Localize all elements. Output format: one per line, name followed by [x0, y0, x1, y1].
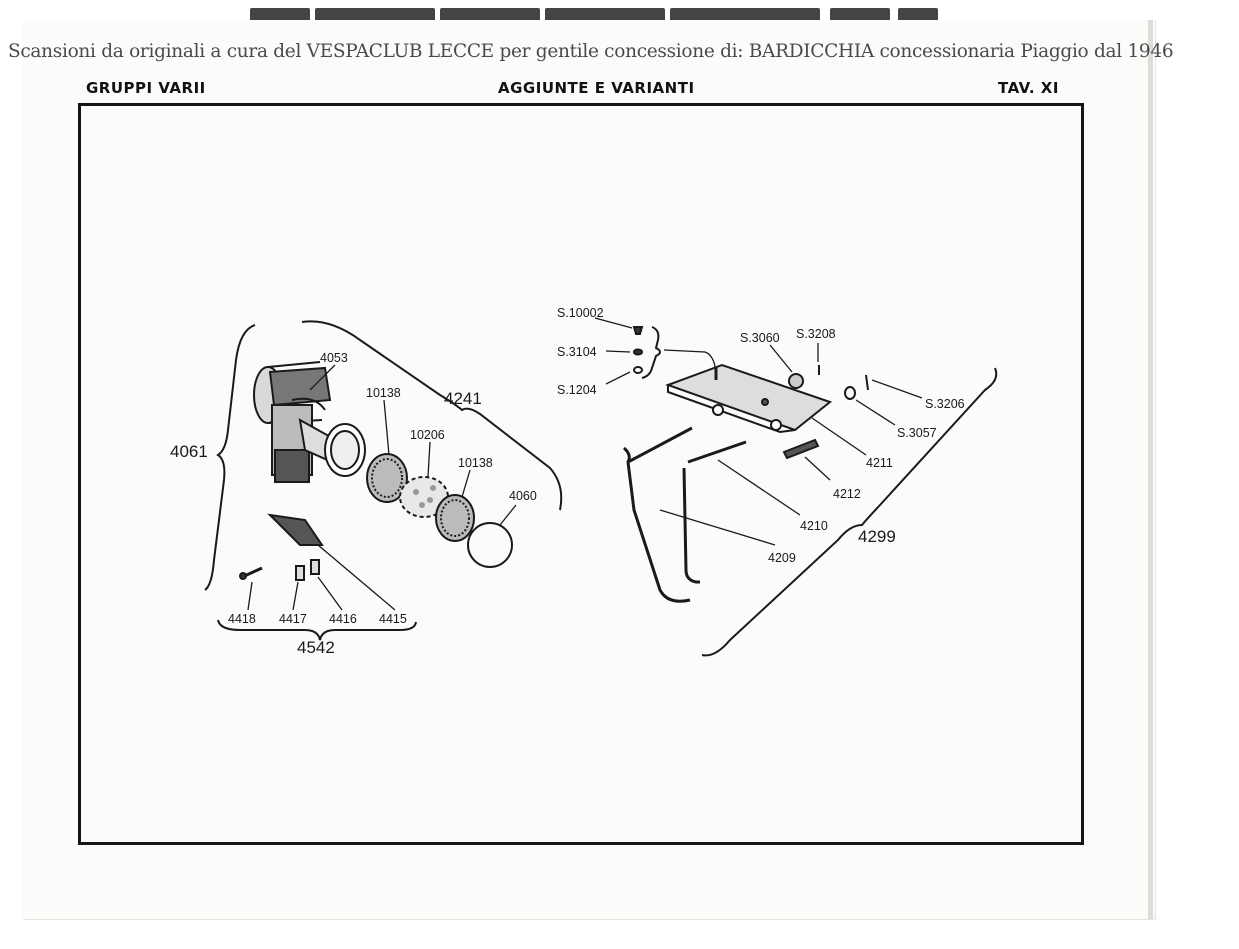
stand-4209: [622, 446, 691, 603]
label-s3208: S.3208: [796, 327, 836, 341]
brace-4061: [204, 324, 256, 591]
washer-s3060: [788, 373, 804, 389]
brace-4299: [701, 367, 998, 657]
drawing-frame: [78, 103, 1084, 845]
label-s3206: S.3206: [925, 397, 965, 411]
label-10138-a: 10138: [366, 386, 401, 400]
stand-rod-4210: [682, 440, 747, 584]
label-4299: 4299: [858, 527, 896, 546]
washer-s3057: [844, 386, 856, 400]
label-10138-b: 10138: [458, 456, 493, 470]
label-4416: 4416: [329, 612, 357, 626]
scan-watermark: Scansioni da originali a cura del VESPAC…: [8, 41, 1174, 62]
circlip-4060: [467, 522, 513, 568]
bracket-plate-4211: [665, 363, 833, 434]
screw-set: [632, 326, 644, 374]
label-s1204: S.1204: [557, 383, 597, 397]
binder-tabs: [250, 8, 970, 22]
brace-4241: [301, 320, 563, 511]
clamp-assembly: [239, 513, 324, 581]
cylinder-4053: [253, 361, 366, 483]
mesh-disc-10138-b: [435, 494, 475, 542]
label-s3060: S.3060: [740, 331, 780, 345]
header-group-title: GRUPPI VARII: [86, 79, 206, 97]
brace-4542: [217, 619, 417, 641]
mesh-disc-10138-a: [366, 453, 408, 503]
label-4418: 4418: [228, 612, 256, 626]
catalog-page: [22, 20, 1155, 919]
header-table-number: TAV. XI: [998, 79, 1059, 97]
label-4210: 4210: [800, 519, 828, 533]
label-s3057: S.3057: [897, 426, 937, 440]
label-4061: 4061: [170, 442, 208, 461]
label-4415: 4415: [379, 612, 407, 626]
label-4542: 4542: [297, 638, 335, 657]
label-s3104: S.3104: [557, 345, 597, 359]
label-4212: 4212: [833, 487, 861, 501]
label-4241: 4241: [444, 389, 482, 408]
label-4060: 4060: [509, 489, 537, 503]
label-4211: 4211: [866, 456, 893, 470]
header-section-title: AGGIUNTE E VARIANTI: [498, 79, 695, 97]
label-4053: 4053: [320, 351, 348, 365]
brace-screws: [641, 326, 661, 379]
bar-4212: [782, 438, 820, 460]
label-s10002: S.10002: [557, 306, 604, 320]
page-edge-shadow: [1148, 20, 1153, 919]
label-10206: 10206: [410, 428, 445, 442]
label-4209: 4209: [768, 551, 796, 565]
label-4417: 4417: [279, 612, 307, 626]
